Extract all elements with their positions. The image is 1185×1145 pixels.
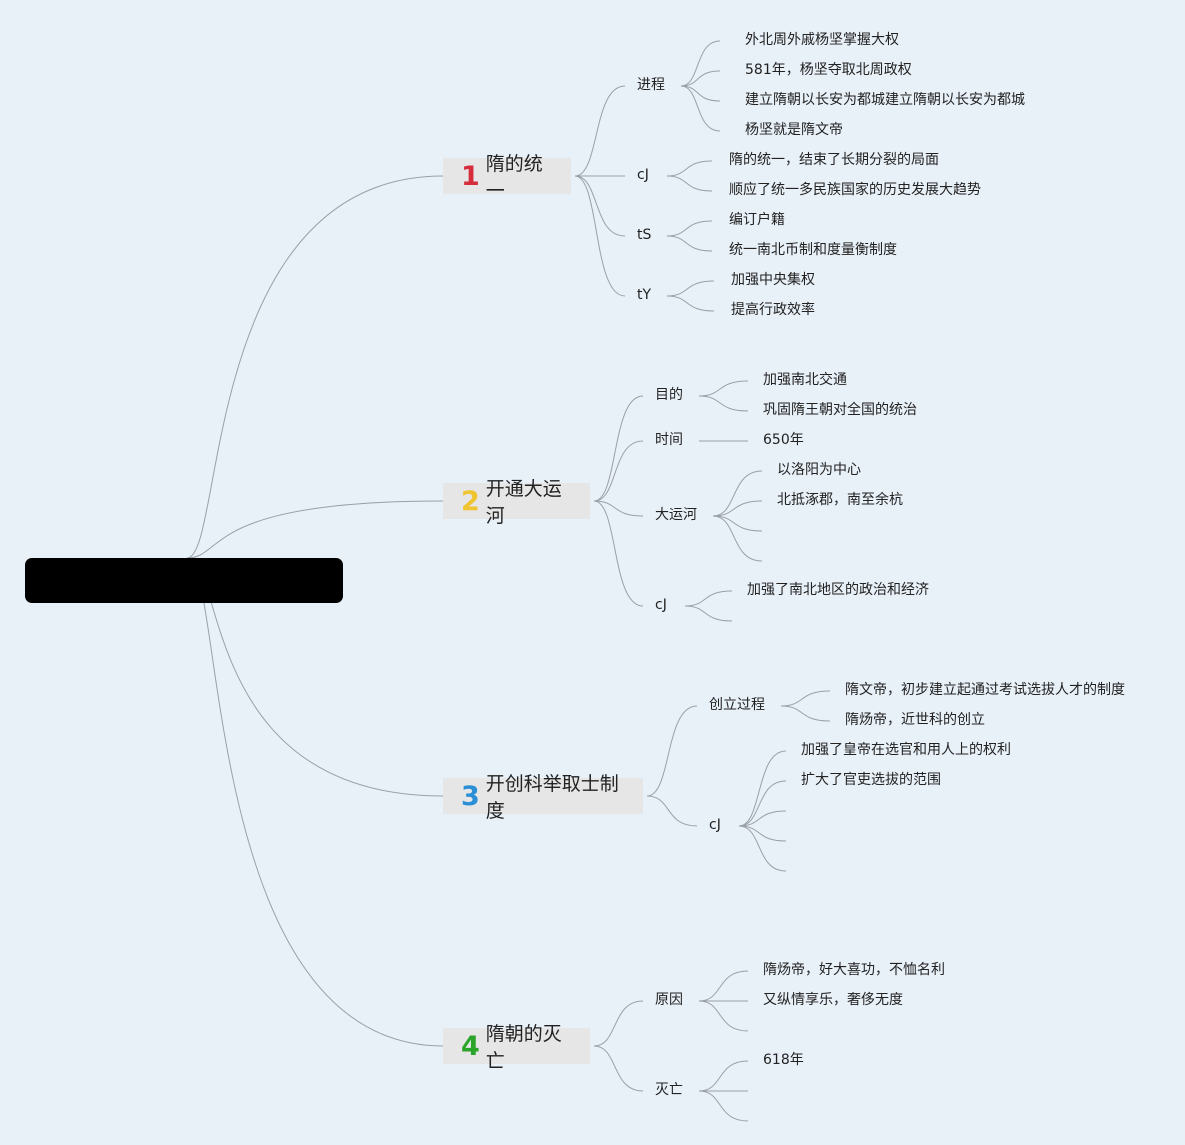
connector-leaf-2-4-1 [684, 590, 733, 607]
connector-leaf-1-3-1 [666, 220, 713, 237]
leaf-2-3-2[interactable]: 北抵涿郡，南至余杭 [777, 492, 903, 508]
leaf-2-1-2[interactable]: 巩固隋王朝对全国的统治 [763, 402, 917, 418]
connector-main-2-to-sub-2 [593, 440, 644, 502]
connector-leaf-3-2-3 [738, 810, 787, 827]
subtopic-1-4[interactable]: tY [637, 287, 652, 303]
subtopic-2-4[interactable]: cJ [655, 597, 667, 613]
connector-main-4-to-sub-2 [593, 1045, 644, 1092]
connector-leaf-2-4-2 [684, 605, 733, 622]
leaf-1-2-2[interactable]: 顺应了统一多民族国家的历史发展大趋势 [729, 182, 981, 198]
leaf-1-3-1[interactable]: 编订户籍 [729, 212, 785, 228]
subtopic-2-3[interactable]: 大运河 [655, 507, 697, 523]
leaf-1-3-2[interactable]: 统一南北币制和度量衡制度 [729, 242, 897, 258]
leaf-2-2-1[interactable]: 650年 [763, 432, 804, 448]
connector-leaf-1-2-1 [666, 160, 713, 177]
leaf-4-1-1[interactable]: 隋炀帝，好大喜功，不恤名利 [763, 962, 945, 978]
connector-leaf-4-2-1 [698, 1060, 749, 1092]
subtopic-1-1[interactable]: 进程 [637, 77, 665, 93]
main-topic-label: 隋朝的灭亡 [485, 1023, 562, 1072]
subtopic-4-1[interactable]: 原因 [655, 992, 683, 1008]
leaf-1-4-1[interactable]: 加强中央集权 [731, 272, 815, 288]
root-node-redacted[interactable] [25, 558, 343, 603]
connector-leaf-1-1-1 [680, 40, 721, 87]
connector-leaf-2-3-4 [712, 515, 763, 562]
topic-number-4: 4 [461, 1030, 480, 1062]
connector-leaf-4-1-1 [698, 970, 749, 1002]
leaf-1-2-1[interactable]: 隋的统一，结束了长期分裂的局面 [729, 152, 939, 168]
connector-main-3-to-sub-1 [646, 705, 698, 797]
main-topic-label: 开创科举取士制度 [485, 773, 619, 822]
connector-leaf-2-1-2 [698, 395, 749, 412]
connector-leaf-4-2-3 [698, 1090, 749, 1122]
topic-number-2: 2 [461, 485, 480, 517]
connector-leaf-3-2-2 [738, 780, 787, 827]
connector-leaf-3-2-5 [738, 825, 787, 872]
connector-leaf-3-1-2 [780, 705, 831, 722]
leaf-3-2-1[interactable]: 加强了皇帝在选官和用人上的权利 [801, 742, 1011, 758]
main-topic-label: 开通大运河 [485, 478, 562, 527]
leaf-1-1-1[interactable]: 外北周外戚杨坚掌握大权 [745, 32, 899, 48]
connector-root-to-main-4 [186, 557, 444, 1047]
leaf-4-1-2[interactable]: 又纵情享乐，奢侈无度 [763, 992, 903, 1008]
leaf-2-4-1[interactable]: 加强了南北地区的政治和经济 [747, 582, 929, 598]
connector-leaf-2-1-1 [698, 380, 749, 397]
connector-leaf-2-3-3 [712, 515, 763, 532]
connector-leaf-3-1-1 [780, 690, 831, 707]
leaf-2-1-1[interactable]: 加强南北交通 [763, 372, 847, 388]
main-topic-label: 隋的统一 [485, 153, 543, 202]
connector-leaf-1-4-2 [666, 295, 715, 312]
connector-leaf-1-1-4 [680, 85, 721, 132]
connector-main-3-to-sub-2 [646, 795, 698, 827]
leaf-3-1-2[interactable]: 隋炀帝，近世科的创立 [845, 712, 985, 728]
connector-leaf-2-3-2 [712, 500, 763, 517]
leaf-4-2-1[interactable]: 618年 [763, 1052, 804, 1068]
subtopic-1-3[interactable]: tS [637, 227, 652, 243]
leaf-3-1-1[interactable]: 隋文帝，初步建立起通过考试选拔人才的制度 [845, 682, 1125, 698]
subtopic-2-1[interactable]: 目的 [655, 387, 683, 403]
connector-main-2-to-sub-3 [593, 500, 644, 517]
connector-main-4-to-sub-1 [593, 1000, 644, 1047]
leaf-1-1-2[interactable]: 581年，杨坚夺取北周政权 [745, 62, 912, 78]
connector-leaf-1-2-2 [666, 175, 713, 192]
connector-main-1-to-sub-3 [574, 175, 626, 237]
connector-root-to-main-1 [186, 175, 444, 559]
connector-main-1-to-sub-1 [574, 85, 626, 177]
topic-number-1: 1 [461, 160, 480, 192]
connector-leaf-1-3-2 [666, 235, 713, 252]
leaf-2-3-1[interactable]: 以洛阳为中心 [777, 462, 861, 478]
subtopic-3-2[interactable]: cJ [709, 817, 721, 833]
connector-main-2-to-sub-4 [593, 500, 644, 607]
connector-leaf-4-1-3 [698, 1000, 749, 1032]
subtopic-1-2[interactable]: cJ [637, 167, 649, 183]
connector-main-2-to-sub-1 [593, 395, 644, 502]
connector-leaf-1-1-2 [680, 70, 721, 87]
subtopic-4-2[interactable]: 灭亡 [655, 1082, 683, 1098]
subtopic-3-1[interactable]: 创立过程 [709, 697, 765, 713]
leaf-1-1-4[interactable]: 杨坚就是隋文帝 [745, 122, 843, 138]
leaf-1-4-2[interactable]: 提高行政效率 [731, 302, 815, 318]
connector-root-to-main-2 [186, 500, 444, 559]
connector-main-1-to-sub-4 [574, 175, 626, 297]
leaf-1-1-3[interactable]: 建立隋朝以长安为都城建立隋朝以长安为都城 [745, 92, 1025, 108]
leaf-3-2-2[interactable]: 扩大了官吏选拔的范围 [801, 772, 941, 788]
connector-leaf-2-3-1 [712, 470, 763, 517]
connector-leaf-1-4-1 [666, 280, 715, 297]
connector-leaf-3-2-1 [738, 750, 787, 827]
topic-number-3: 3 [461, 780, 480, 812]
subtopic-2-2[interactable]: 时间 [655, 432, 683, 448]
connector-leaf-3-2-4 [738, 825, 787, 842]
